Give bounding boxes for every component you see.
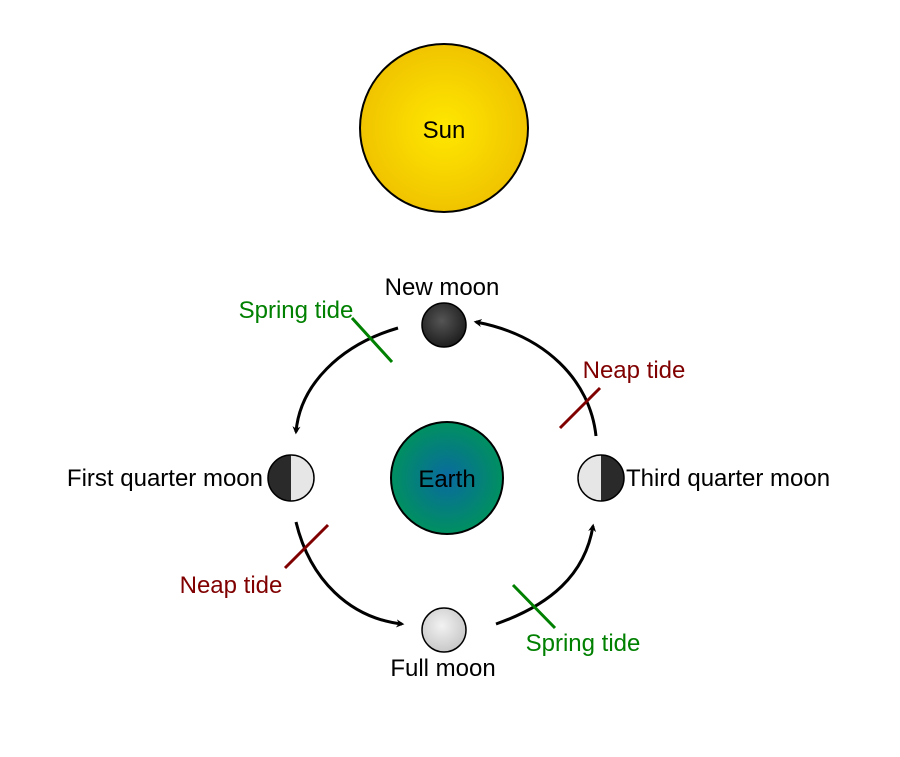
spring-tide-label-top: Spring tide: [239, 297, 354, 324]
orbit-arrow-full-to-third: [495, 523, 597, 626]
first-quarter-moon-label: First quarter moon: [67, 465, 263, 492]
full-moon: [421, 607, 467, 653]
third-quarter-moon-label: Third quarter moon: [626, 465, 830, 492]
full-moon-label: Full moon: [390, 655, 495, 682]
new-moon: [421, 302, 467, 348]
third-quarter-moon: [577, 454, 625, 502]
first-quarter-moon: [267, 454, 315, 502]
neap-tide-tick-left: [283, 523, 330, 570]
orbit-arrows: [292, 319, 598, 628]
spring-tide-tick-bottom: [511, 583, 557, 630]
orbit-arrow-new-to-first: [292, 326, 399, 435]
neap-tide-label-left: Neap tide: [180, 572, 283, 599]
spring-tide-label-bottom: Spring tide: [526, 630, 641, 657]
orbit-arrow-third-to-new: [473, 319, 598, 437]
neap-tide-tick-right: [558, 386, 602, 430]
new-moon-label: New moon: [385, 274, 500, 301]
orbit-arrow-first-to-full: [294, 521, 405, 628]
neap-tide-label-right: Neap tide: [583, 357, 686, 384]
spring-tide-tick-top: [350, 316, 394, 364]
sun: Sun: [359, 43, 529, 213]
earth-label: Earth: [418, 466, 475, 493]
earth: Earth: [390, 421, 504, 535]
sun-label: Sun: [423, 117, 466, 144]
